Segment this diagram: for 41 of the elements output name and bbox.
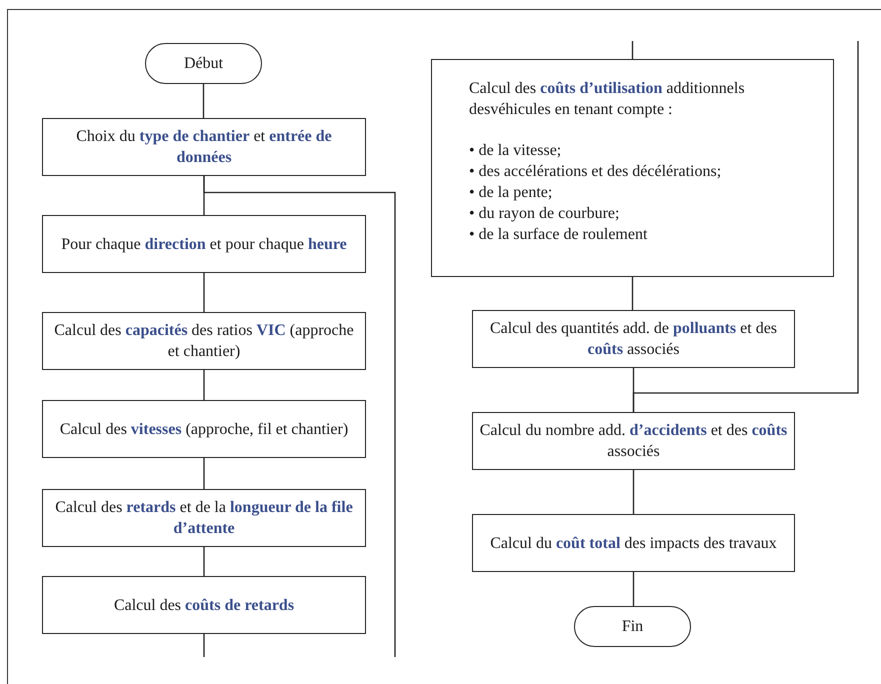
box-text: Calcul des coûts de retards — [114, 596, 294, 616]
process-box — [42, 576, 366, 634]
bullet-item: • de la pente; — [469, 183, 552, 203]
connector-line — [632, 470, 634, 514]
box-text: Calcul des vitesses (approche, fil et chantier) — [60, 420, 348, 440]
bullet-item: • des accélérations et des décélérations; — [469, 162, 722, 182]
connector-line — [632, 41, 634, 59]
process-box — [472, 310, 795, 368]
bullet-item: • de la surface de roulement — [469, 225, 648, 245]
connector-line — [632, 41, 859, 412]
box-text: Choix du type de chantier et entrée de données — [75, 127, 333, 168]
box-text: Calcul du nombre add. d’accidents et des coûts associés — [479, 421, 788, 462]
process-box — [472, 514, 795, 572]
connector-line — [632, 572, 634, 606]
process-box — [42, 489, 366, 547]
process-box — [42, 400, 366, 458]
start-terminal — [145, 43, 262, 84]
process-box — [42, 215, 366, 273]
connector-line — [202, 84, 204, 118]
connector-line — [203, 176, 396, 657]
connector-line — [203, 273, 205, 312]
bullet-item: • de la vitesse; — [469, 141, 562, 161]
box-text: Fin — [622, 617, 644, 637]
box-text: Calcul des coûts d’utilisation additionnels desvéhicules en tenant compte : — [469, 79, 746, 120]
bullet-item: • du rayon de courbure; — [469, 204, 620, 224]
box-text: Calcul des quantités add. de polluants et des coûts associés — [488, 319, 778, 360]
connector-line — [632, 277, 634, 310]
end-terminal — [574, 606, 691, 647]
box-text: Début — [184, 54, 224, 74]
process-box — [42, 312, 366, 370]
connector-line — [203, 634, 205, 657]
box-text: Calcul du coût total des impacts des travaux — [490, 534, 777, 554]
connector-line — [203, 458, 205, 489]
process-box — [431, 59, 834, 277]
connector-line — [203, 547, 205, 576]
box-text: Calcul des retards et de la longueur de la file d’attente — [54, 498, 354, 539]
box-text: Calcul des capacités des ratios VIC (approche et chantier) — [53, 321, 355, 362]
process-box — [472, 412, 795, 470]
box-text: Pour chaque direction et pour chaque heure — [61, 234, 347, 254]
connector-line — [203, 370, 205, 400]
process-box — [42, 118, 366, 176]
